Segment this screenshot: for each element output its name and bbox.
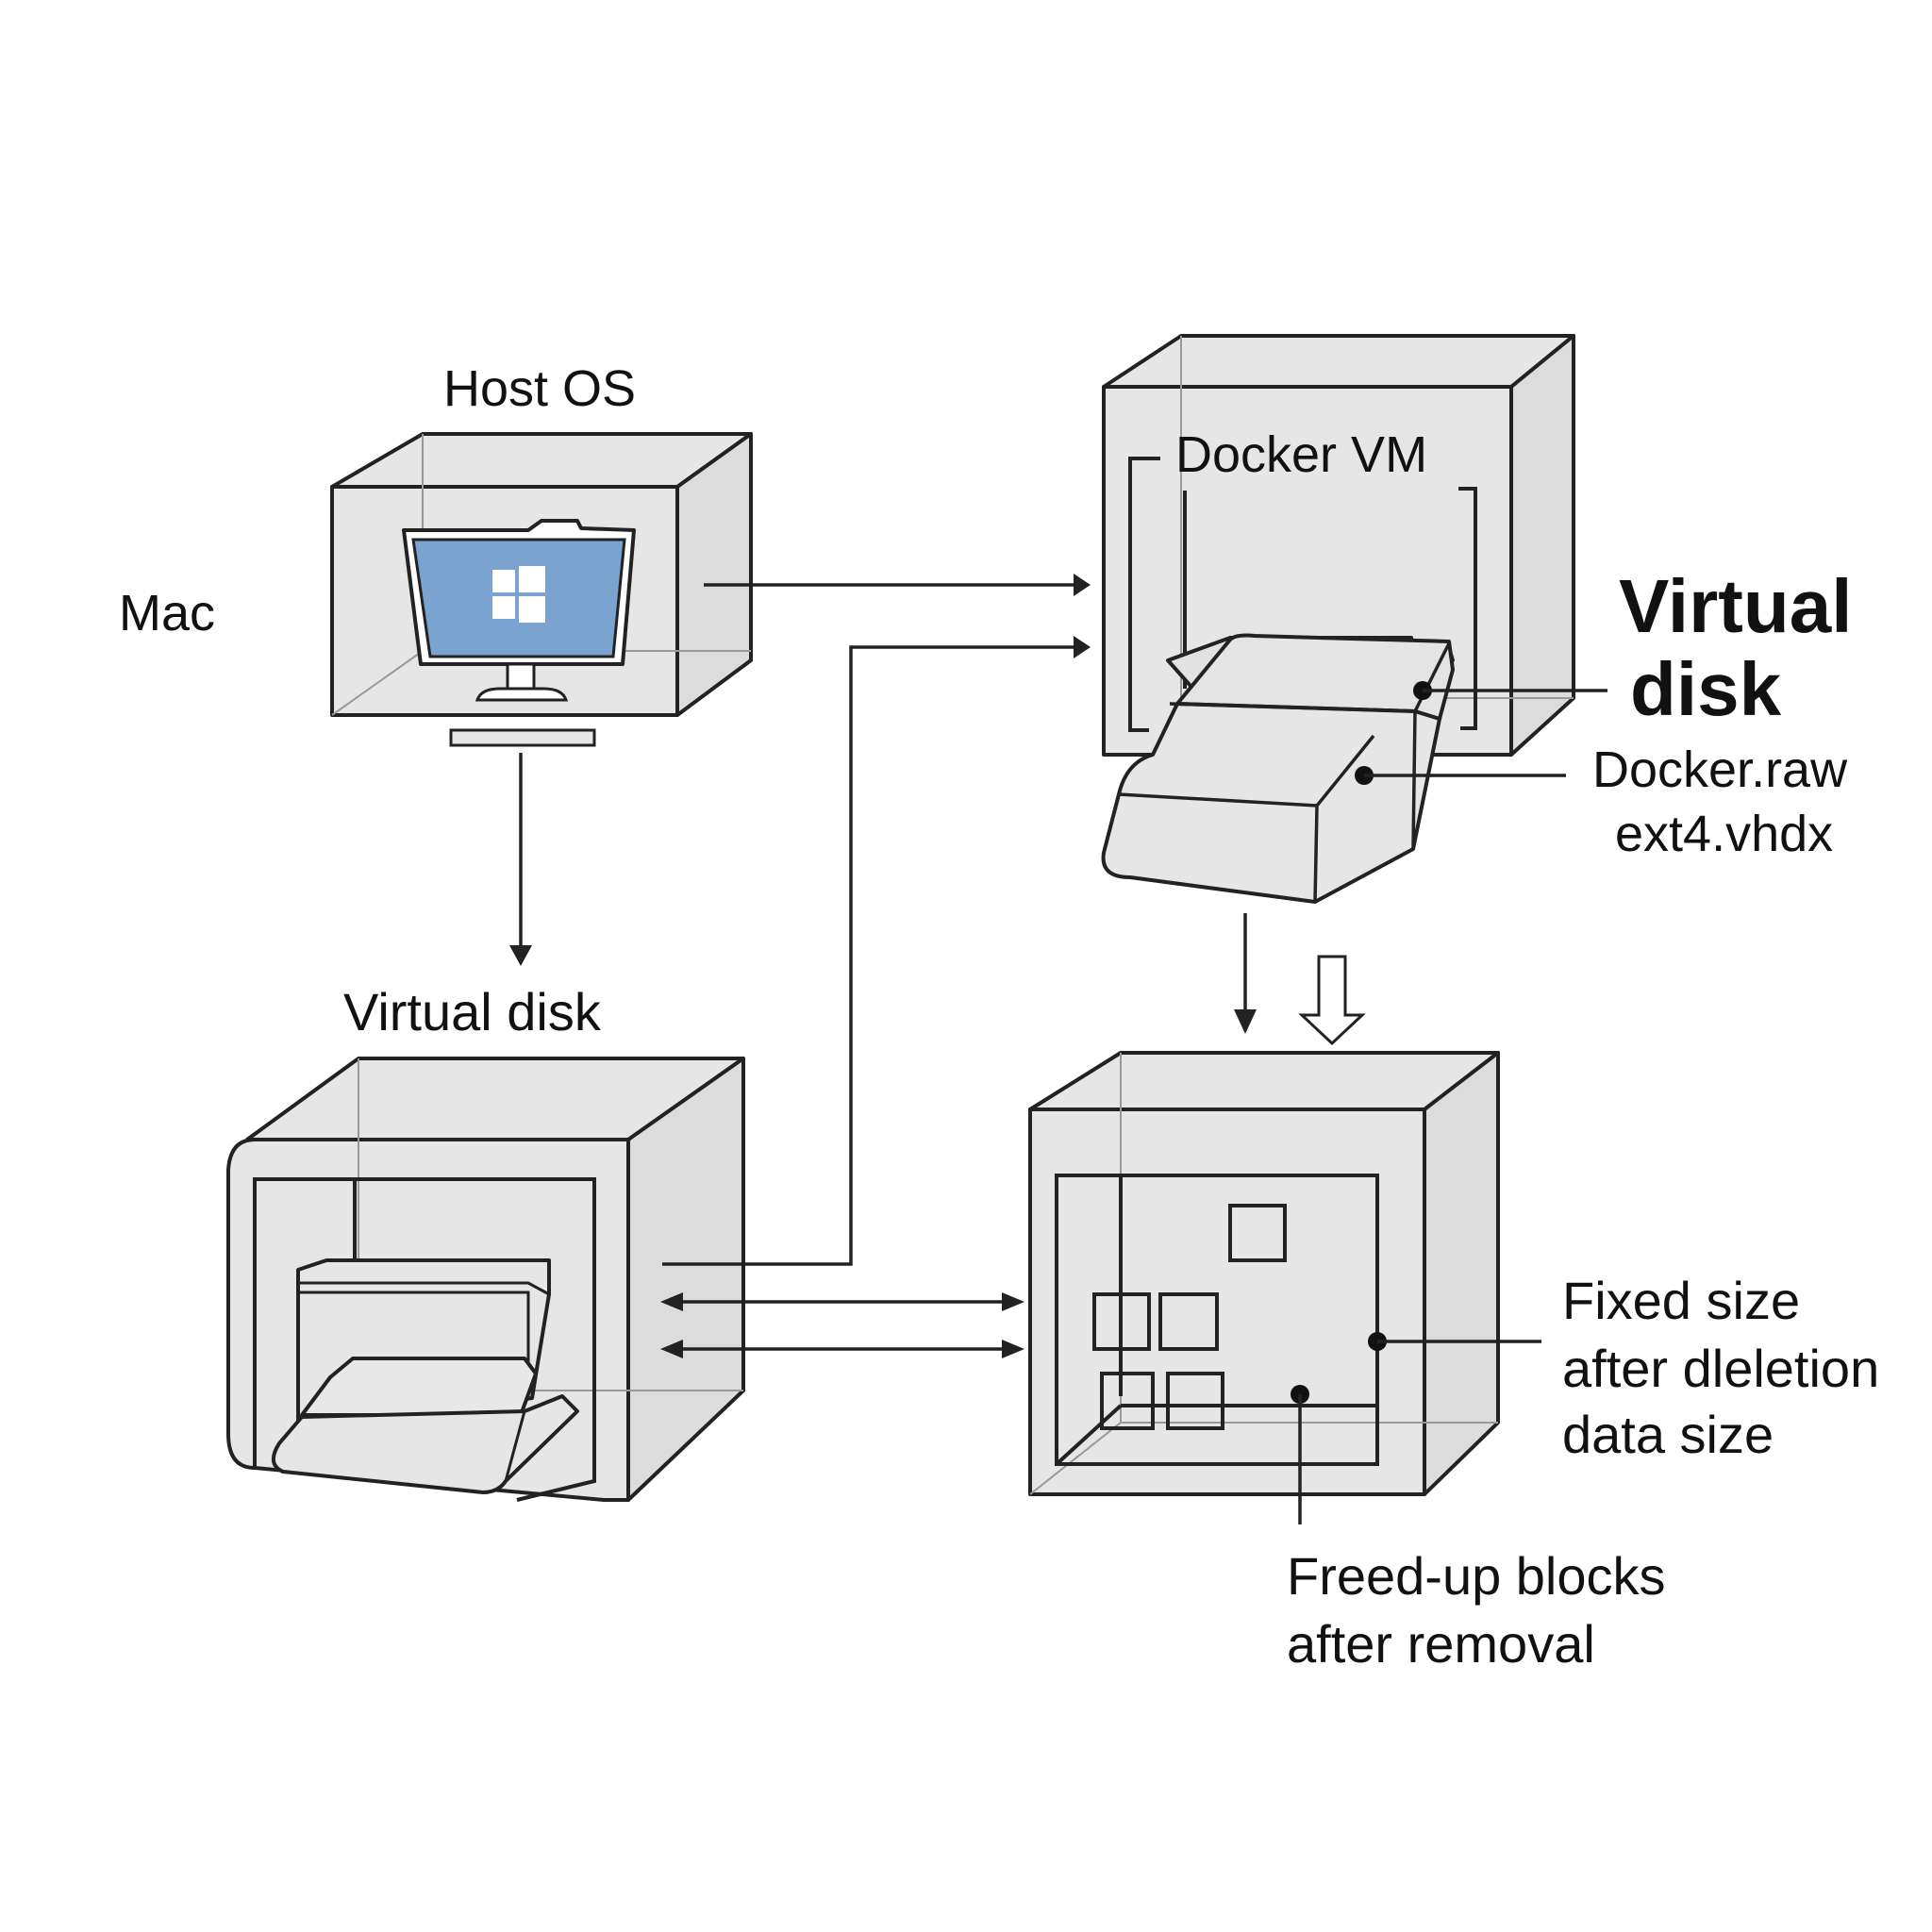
block-inner-frame: [1055, 1174, 1379, 1466]
label-docker-vm: Docker VM: [1175, 426, 1427, 483]
label-virtual-disk-left: Virtual disk: [343, 982, 602, 1041]
label-docker-raw: Docker.raw: [1592, 741, 1848, 798]
host-os-box: [330, 432, 753, 747]
label-freed-blocks: Freed-up blocks: [1287, 1546, 1666, 1606]
label-after-deletion: after dleletion: [1562, 1339, 1879, 1398]
block-map-box: [1028, 1051, 1500, 1496]
disk-drive-icon: [1101, 633, 1455, 904]
label-ext4-vhdx: ext4.vhdx: [1615, 806, 1833, 862]
block-box-top: [1028, 1051, 1500, 1111]
disk-tray-icon: [272, 1258, 579, 1494]
windows-logo-icon: [492, 566, 545, 623]
block-grid-icon: [1092, 1204, 1287, 1430]
hollow-down-arrow-icon: [1298, 955, 1366, 1046]
label-disk: disk: [1630, 647, 1782, 731]
docker-vm-box: [1101, 334, 1575, 904]
block-box-side: [1423, 1051, 1500, 1496]
arrow-disk-to-vm: [662, 645, 1085, 1266]
monitor-windows-icon: [402, 519, 636, 702]
label-after-removal: after removal: [1287, 1614, 1595, 1674]
label-data-size: data size: [1562, 1405, 1774, 1464]
labels: Host OS Mac Virtual disk Docker VM Virtu…: [119, 360, 1879, 1674]
connectors: [509, 574, 1607, 1524]
left-disk-box: [226, 1057, 745, 1502]
label-virtual: Virtual: [1619, 564, 1853, 648]
label-fixed-size: Fixed size: [1562, 1271, 1800, 1330]
label-mac: Mac: [119, 585, 215, 641]
keyboard-bar: [449, 728, 596, 747]
label-host-os: Host OS: [443, 360, 636, 417]
vm-box-top: [1102, 334, 1575, 389]
